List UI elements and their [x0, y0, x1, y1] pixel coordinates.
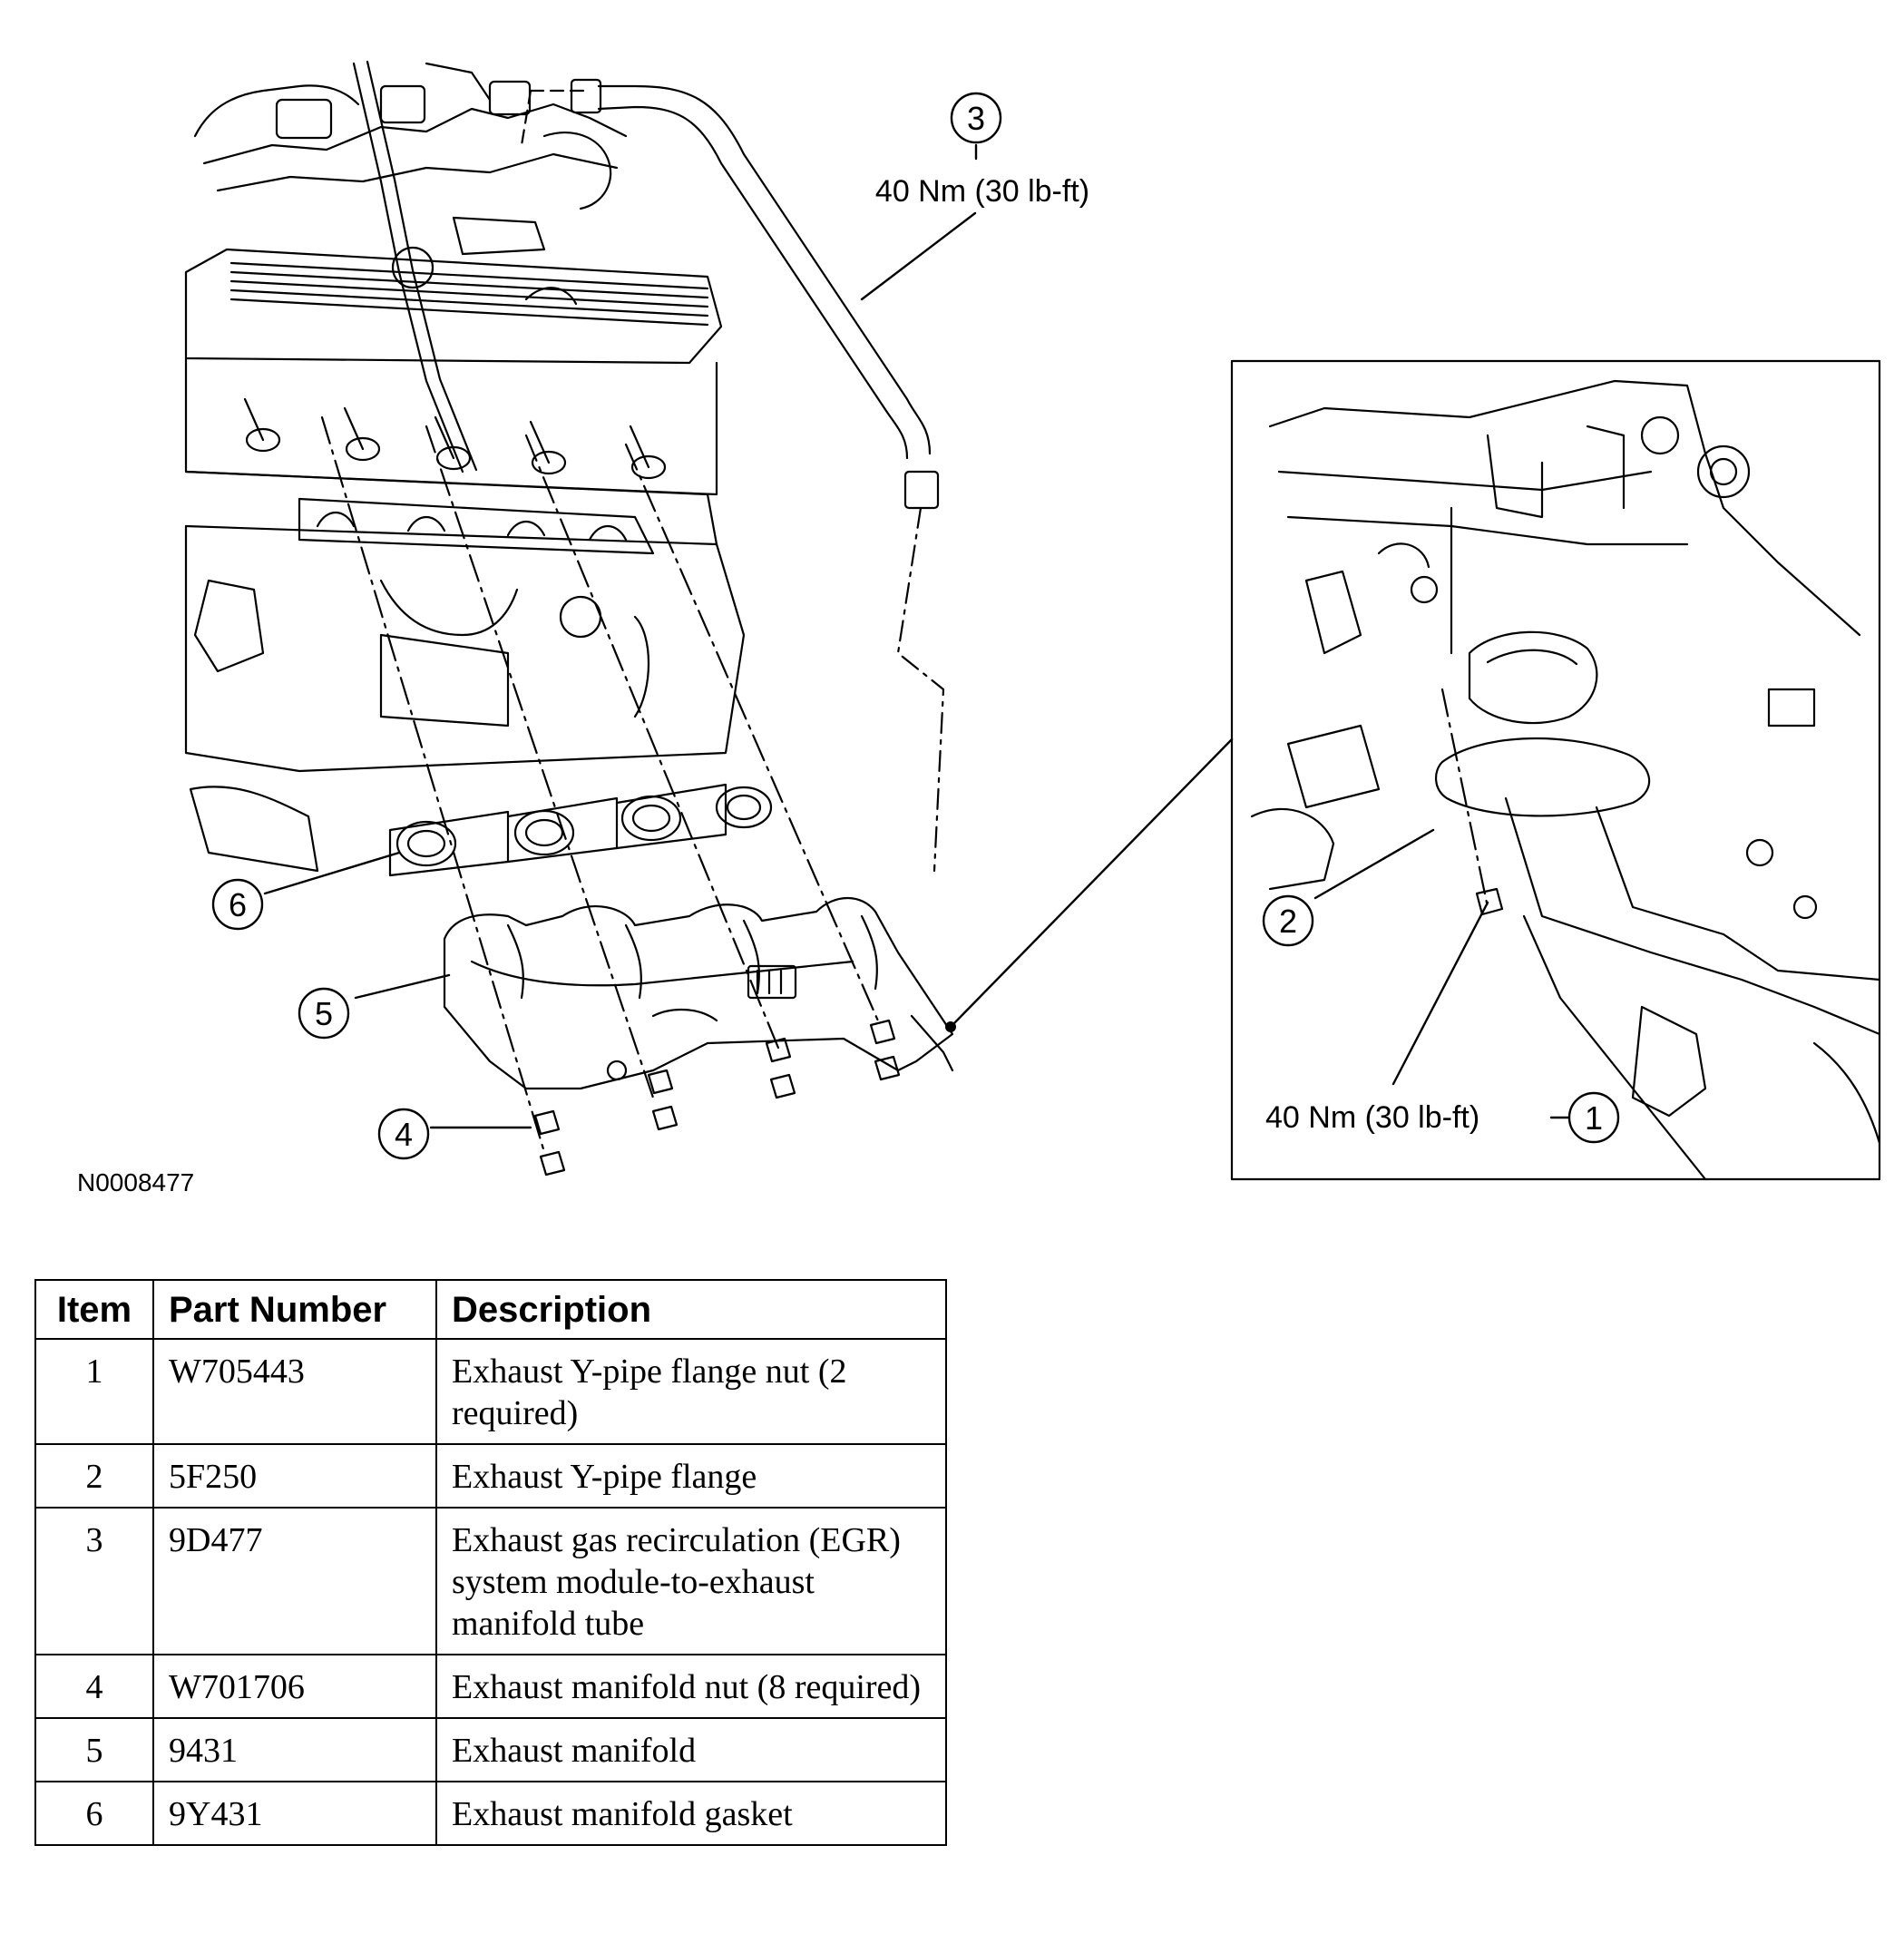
torque-label-flange-nut: 40 Nm (30 lb-ft): [1265, 1100, 1479, 1135]
callout-4-number: 4: [395, 1116, 413, 1153]
parts-table: Item Part Number Description 1 W705443 E…: [34, 1279, 947, 1846]
valve-cover-bolts: [243, 397, 667, 480]
cell-item: 3: [34, 1507, 154, 1655]
cell-part-number: W701706: [152, 1654, 437, 1719]
callout-4: 4: [377, 1108, 430, 1160]
callout-5-number: 5: [315, 995, 333, 1032]
leader-lines: [263, 143, 1571, 1129]
callout-2-number: 2: [1279, 903, 1297, 940]
cell-description: Exhaust Y-pipe flange nut (2 required): [435, 1338, 947, 1445]
cell-description: Exhaust manifold: [435, 1717, 947, 1782]
table-row: 2 5F250 Exhaust Y-pipe flange: [34, 1443, 947, 1509]
exhaust-manifold-drawing: [443, 896, 954, 1090]
cell-description: Exhaust gas recirculation (EGR) system m…: [435, 1507, 947, 1655]
cell-part-number: 5F250: [152, 1443, 437, 1509]
callout-6-number: 6: [229, 886, 247, 923]
callout-1: 1: [1567, 1091, 1620, 1144]
cell-part-number: 9431: [152, 1717, 437, 1782]
exploded-view-illustration: 1 2 3 4 5 6 40 Nm (30 lb-ft) 40 Nm (30 l…: [77, 60, 1881, 1196]
table-row: 1 W705443 Exhaust Y-pipe flange nut (2 r…: [34, 1338, 947, 1445]
cell-part-number: 9Y431: [152, 1781, 437, 1846]
exhaust-manifold-nuts-drawing: [320, 415, 901, 1177]
cell-item: 2: [34, 1443, 154, 1509]
figure-id: N0008477: [77, 1168, 194, 1196]
header-item: Item: [34, 1279, 154, 1340]
cell-description: Exhaust manifold gasket: [435, 1781, 947, 1846]
table-row: 6 9Y431 Exhaust manifold gasket: [34, 1781, 947, 1846]
cell-item: 6: [34, 1781, 154, 1846]
callout-2: 2: [1262, 894, 1314, 947]
callout-5: 5: [298, 987, 350, 1040]
cell-part-number: W705443: [152, 1338, 437, 1445]
header-part-number: Part Number: [152, 1279, 437, 1340]
cell-item: 1: [34, 1338, 154, 1445]
callout-6: 6: [211, 878, 264, 931]
cell-description: Exhaust manifold nut (8 required): [435, 1654, 947, 1719]
callout-3-number: 3: [967, 100, 985, 137]
table-row: 5 9431 Exhaust manifold: [34, 1717, 947, 1782]
egr-tube-drawing: [520, 78, 945, 873]
table-header-row: Item Part Number Description: [34, 1279, 947, 1340]
torque-label-egr-tube: 40 Nm (30 lb-ft): [875, 174, 1089, 209]
cell-part-number: 9D477: [152, 1507, 437, 1655]
header-description: Description: [435, 1279, 947, 1340]
cell-item: 5: [34, 1717, 154, 1782]
table-row: 3 9D477 Exhaust gas recirculation (EGR) …: [34, 1507, 947, 1655]
callout-3: 3: [950, 92, 1002, 144]
inset-detail-view: [1230, 359, 1881, 1181]
callout-1-number: 1: [1585, 1099, 1603, 1137]
cell-item: 4: [34, 1654, 154, 1719]
exhaust-manifold-gaskets-drawing: [388, 783, 773, 877]
cell-description: Exhaust Y-pipe flange: [435, 1443, 947, 1509]
engine-assembly-drawing: [184, 60, 746, 873]
callouts: 1 2 3 4 5 6: [211, 92, 1620, 1160]
table-row: 4 W701706 Exhaust manifold nut (8 requir…: [34, 1654, 947, 1719]
